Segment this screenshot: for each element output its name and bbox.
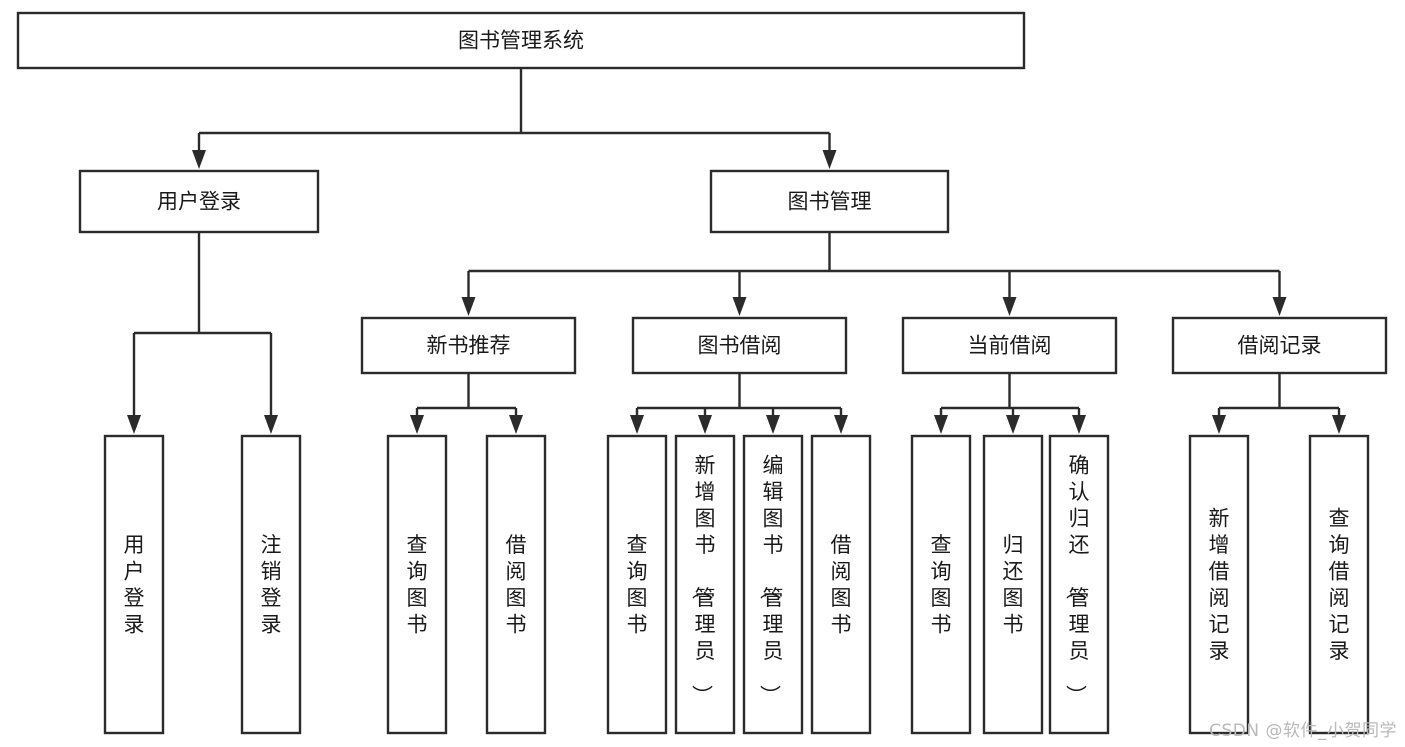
node-leaf-query-book-3[interactable]: 查询图书 [910,434,972,735]
node-label-book-manage: 图书管理 [788,190,872,214]
node-label-leaf-borrow-book-1: 借阅图书 [506,533,527,637]
connector-current-borrow-bus [934,373,1086,434]
node-label-leaf-user-login: 用户登录 [124,533,145,637]
watermark-label: CSDN @软件_小贺同学 [1209,721,1397,741]
node-box-leaf-edit-book [742,434,804,735]
connector-root-bus [192,68,837,169]
node-label-current-borrow: 当前借阅 [968,334,1052,358]
connector-borrow-record-bus [1212,373,1346,434]
node-box-leaf-user-logout [240,434,302,735]
node-box-user-login [78,169,320,234]
node-label-leaf-add-book: 新增图书（管理员） [690,454,716,706]
node-box-leaf-confirm-return [1048,434,1110,735]
node-box-root [16,11,1026,70]
node-box-book-borrow [631,316,848,375]
node-box-new-book-rec [360,316,577,375]
node-box-leaf-query-book-1 [386,434,448,735]
arrow-head-leaf_user_login [127,415,141,434]
node-new-book-rec[interactable]: 新书推荐 [360,316,577,375]
node-borrow-record[interactable]: 借阅记录 [1171,316,1388,375]
node-leaf-edit-book[interactable]: 编辑图书（管理员） [742,434,804,735]
node-leaf-borrow-book-2[interactable]: 借阅图书 [810,434,872,735]
node-label-user-login: 用户登录 [157,190,241,214]
node-box-leaf-query-record [1308,434,1370,735]
node-leaf-add-book[interactable]: 新增图书（管理员） [674,434,736,735]
arrow-head-leaf_borrow_book_1 [509,415,523,434]
connector-book-borrow-bus [630,373,848,434]
arrow-head-leaf_user_logout [264,415,278,434]
connector-user-login-bus [127,232,278,434]
node-label-leaf-query-book-3: 查询图书 [931,533,952,637]
node-box-leaf-borrow-book-1 [485,434,547,735]
node-box-leaf-add-book [674,434,736,735]
node-leaf-confirm-return[interactable]: 确认归还（管理员） [1048,434,1110,735]
node-leaf-user-logout[interactable]: 注销登录 [240,434,302,735]
node-box-leaf-return-book [982,434,1044,735]
node-book-borrow[interactable]: 图书借阅 [631,316,848,375]
node-label-leaf-borrow-book-2: 借阅图书 [831,533,852,637]
node-leaf-query-book-2[interactable]: 查询图书 [606,434,668,735]
arrow-head-book_manage [822,150,837,169]
arrow-head-leaf_borrow_book_2 [834,415,848,434]
node-leaf-return-book[interactable]: 归还图书 [982,434,1044,735]
node-leaf-user-login[interactable]: 用户登录 [103,434,165,735]
node-leaf-add-record[interactable]: 新增借阅记录 [1188,434,1250,735]
node-book-manage[interactable]: 图书管理 [709,169,950,234]
arrow-head-leaf_query_book_3 [934,415,948,434]
connector-new-book-rec-bus [410,373,523,434]
node-label-borrow-record: 借阅记录 [1238,334,1322,358]
node-label-root: 图书管理系统 [458,29,584,53]
arrow-head-borrow_record [1272,297,1287,316]
node-label-leaf-query-book-2: 查询图书 [627,533,648,637]
node-box-borrow-record [1171,316,1388,375]
connector-book-manage-bus [461,232,1287,316]
arrow-head-current_borrow [1002,297,1017,316]
node-root[interactable]: 图书管理系统 [16,11,1026,70]
node-label-leaf-add-record: 新增借阅记录 [1209,507,1230,664]
node-label-leaf-user-logout: 注销登录 [261,533,282,637]
node-box-book-manage [709,169,950,234]
node-label-leaf-edit-book: 编辑图书（管理员） [758,454,784,706]
node-box-current-borrow [901,316,1118,375]
node-user-login[interactable]: 用户登录 [78,169,320,234]
node-leaf-query-book-1[interactable]: 查询图书 [386,434,448,735]
node-current-borrow[interactable]: 当前借阅 [901,316,1118,375]
arrow-head-book_borrow [732,297,747,316]
arrow-head-leaf_confirm_return [1072,415,1086,434]
node-label-leaf-confirm-return: 确认归还（管理员） [1064,454,1090,706]
arrow-head-leaf_return_book [1006,415,1020,434]
node-box-leaf-query-book-2 [606,434,668,735]
node-leaf-query-record[interactable]: 查询借阅记录 [1308,434,1370,735]
node-box-leaf-query-book-3 [910,434,972,735]
arrow-head-new_book_rec [461,297,476,316]
connector-layer [127,68,1346,434]
arrow-head-leaf_query_book_1 [410,415,424,434]
node-label-book-borrow: 图书借阅 [698,334,782,358]
node-box-leaf-user-login [103,434,165,735]
arrow-head-leaf_add_book [698,415,712,434]
node-layer: 图书管理系统用户登录图书管理新书推荐图书借阅当前借阅借阅记录用户登录注销登录查询… [16,11,1388,735]
arrow-head-leaf_add_record [1212,415,1226,434]
arrow-head-leaf_edit_book [766,415,780,434]
node-label-leaf-query-book-1: 查询图书 [407,533,428,637]
arrow-head-user_login [192,150,206,169]
node-label-new-book-rec: 新书推荐 [427,334,511,358]
node-label-leaf-return-book: 归还图书 [1003,533,1024,637]
node-label-leaf-query-record: 查询借阅记录 [1329,507,1350,664]
arrow-head-leaf_query_book_2 [630,415,644,434]
arrow-head-leaf_query_record [1332,415,1346,434]
node-leaf-borrow-book-1[interactable]: 借阅图书 [485,434,547,735]
node-box-leaf-add-record [1188,434,1250,735]
node-box-leaf-borrow-book-2 [810,434,872,735]
